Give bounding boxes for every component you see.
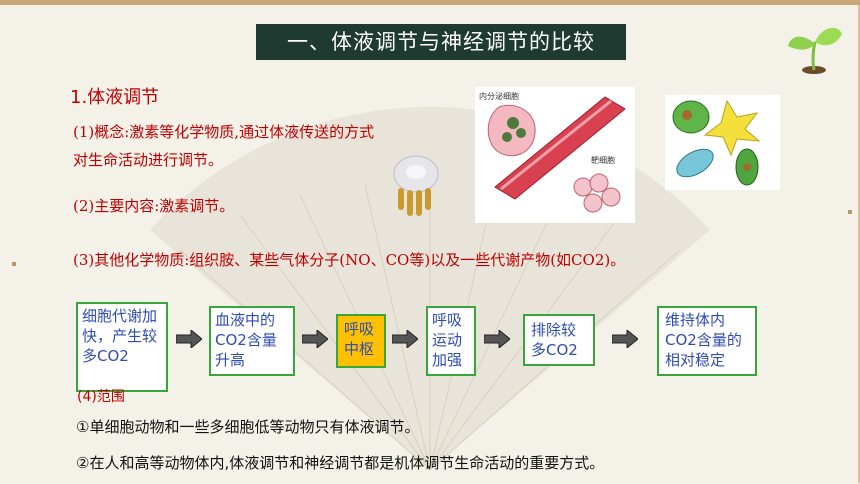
flow-arrow — [302, 330, 328, 348]
slide-title: 一、体液调节与神经调节的比较 — [256, 24, 626, 60]
flow-step-blood-co2: 血液中的CO2含量升高 — [209, 306, 295, 376]
concept-line-1: (1)概念:激素等化学物质,通过体液传送的方式 — [73, 123, 375, 141]
flow-arrow — [484, 330, 510, 348]
top-accent-bar — [0, 0, 860, 5]
corner-dot — [12, 262, 16, 266]
slide-frame — [0, 5, 860, 483]
hormone-transport-figure: 内分泌细胞 靶细胞 — [475, 87, 635, 223]
flow-arrow — [176, 330, 202, 348]
section-heading: 1.体液调节 — [70, 87, 160, 108]
flow-step-respiratory-center: 呼吸中枢 — [336, 314, 386, 368]
flow-step-metabolism: 细胞代谢加快，产生较多CO2 — [76, 302, 168, 392]
flow-step-remove-co2: 排除较多CO2 — [523, 314, 595, 366]
flow-step-breathing-enhanced: 呼吸运动加强 — [426, 306, 476, 376]
sprout-image — [788, 27, 842, 74]
jellyfish-image — [393, 155, 439, 216]
protozoa-figure — [665, 95, 780, 190]
range-item-1: ①单细胞动物和一些多细胞低等动物只有体液调节。 — [76, 418, 420, 436]
flow-arrow — [392, 330, 418, 348]
other-chemicals-line: (3)其他化学物质:组织胺、某些气体分子(NO、CO等)以及一些代谢产物(如CO… — [73, 251, 626, 269]
range-label: (4)范围 — [77, 389, 125, 405]
main-content-line: (2)主要内容:激素调节。 — [73, 197, 235, 215]
flow-arrow — [612, 330, 638, 348]
flow-step-maintain-stable: 维持体内CO2含量的相对稳定 — [657, 306, 757, 376]
target-cell-label: 靶细胞 — [591, 155, 615, 165]
corner-dot — [848, 210, 852, 214]
range-item-2: ②在人和高等动物体内,体液调节和神经调节都是机体调节生命活动的重要方式。 — [76, 454, 605, 472]
concept-line-2: 对生命活动进行调节。 — [73, 151, 224, 169]
secretory-cell-label: 内分泌细胞 — [479, 91, 519, 101]
